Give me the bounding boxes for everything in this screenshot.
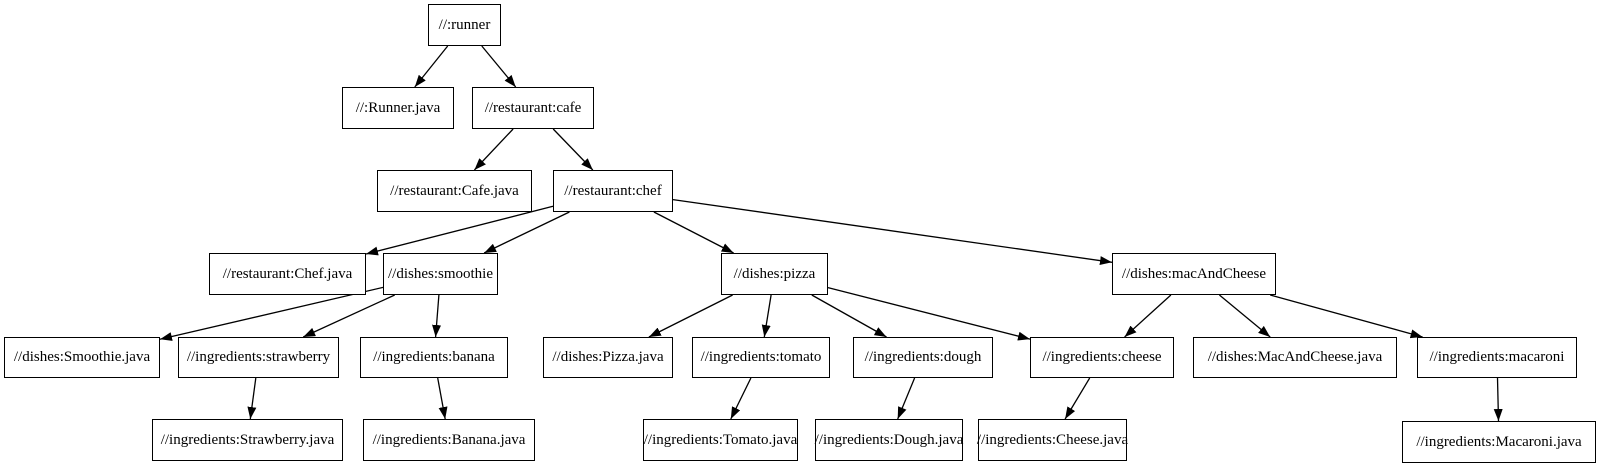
edge-macaroni-to-macaroni_java [1493,377,1503,422]
graph-node-cafe: //restaurant:cafe [472,87,594,129]
graph-node-smoothie_java: //dishes:Smoothie.java [4,337,160,378]
graph-node-cheese_java: //ingredients:Cheese.java [977,419,1128,461]
graph-node-pizza: //dishes:pizza [721,253,828,295]
edge-mac_and_cheese-to-cheese [1124,294,1172,338]
edge-pizza-to-pizza_java [648,294,733,338]
edge-pizza-to-dough [811,294,887,338]
graph-node-smoothie: //dishes:smoothie [383,253,498,295]
edge-banana-to-banana_java [437,377,448,420]
graph-node-mac_and_cheese_java: //dishes:MacAndCheese.java [1193,337,1397,378]
graph-node-pizza_java: //dishes:Pizza.java [543,337,673,378]
graph-node-mac_and_cheese: //dishes:macAndCheese [1112,253,1276,295]
graph-node-runner: //:runner [428,4,501,46]
graph-node-macaroni: //ingredients:macaroni [1417,337,1577,378]
edge-runner-to-cafe [481,45,517,88]
edge-chef-to-pizza [653,211,734,254]
graph-node-banana_java: //ingredients:Banana.java [363,419,535,461]
edge-cheese-to-cheese_java [1064,377,1091,420]
edge-mac_and_cheese-to-macaroni [1270,294,1423,339]
graph-node-chef: //restaurant:chef [553,170,673,212]
edge-pizza-to-cheese [827,286,1031,341]
graph-node-runner_java: //:Runner.java [342,87,454,129]
edge-smoothie-to-banana [432,294,442,338]
edge-smoothie-to-strawberry [302,294,395,338]
edge-chef-to-mac_and_cheese [672,198,1113,266]
edge-pizza-to-tomato [761,294,772,338]
edge-cafe-to-chef [552,128,594,171]
edge-runner-to-runner_java [414,45,449,88]
edge-cafe-to-cafe_java [473,128,514,171]
graph-node-dough_java: //ingredients:Dough.java [815,419,963,461]
edge-dough-to-dough_java [897,377,916,420]
graph-node-macaroni_java: //ingredients:Macaroni.java [1402,421,1596,463]
graph-node-banana: //ingredients:banana [360,337,508,378]
graph-node-strawberry: //ingredients:strawberry [178,337,339,378]
graph-node-dough: //ingredients:dough [853,337,993,378]
graph-node-chef_java: //restaurant:Chef.java [209,253,366,295]
edge-smoothie-to-smoothie_java [159,286,384,341]
edge-tomato-to-tomato_java [730,377,752,420]
edge-chef-to-chef_java [365,205,554,256]
graph-node-tomato_java: //ingredients:Tomato.java [643,419,798,461]
edge-strawberry-to-strawberry_java [247,377,257,420]
graph-node-cafe_java: //restaurant:Cafe.java [377,170,532,212]
edge-mac_and_cheese-to-mac_and_cheese_java [1218,294,1271,338]
graph-node-strawberry_java: //ingredients:Strawberry.java [152,419,343,461]
graph-node-tomato: //ingredients:tomato [692,337,830,378]
graph-node-cheese: //ingredients:cheese [1030,337,1174,378]
edge-chef-to-smoothie [483,211,570,254]
